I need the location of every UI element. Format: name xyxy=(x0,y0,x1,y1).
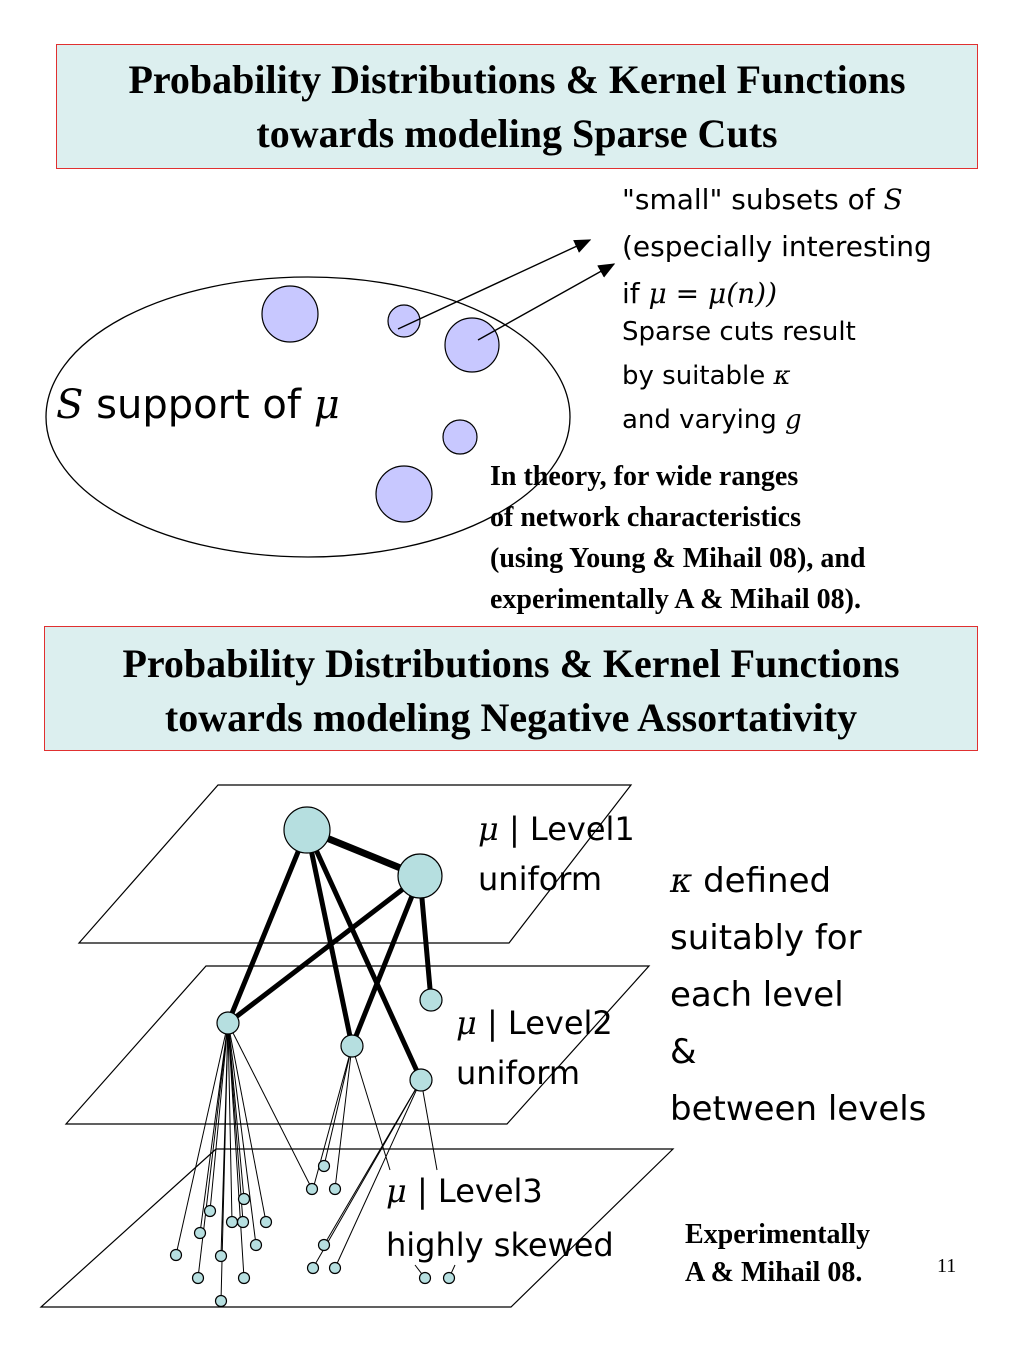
title-negative-assortativity-line1: Probability Distributions & Kernel Funct… xyxy=(122,641,900,686)
level1-plane xyxy=(77,784,633,944)
sparse-cuts-note: Sparse cuts result by suitable κ and var… xyxy=(622,317,856,435)
level2-plane xyxy=(64,965,651,1125)
kappa-note: κ defined suitably for each level & betw… xyxy=(670,861,927,1129)
graph-nodes xyxy=(169,806,456,1308)
title-sparse-cuts-line2: towards modeling Sparse Cuts xyxy=(256,111,778,156)
subsets-note: "small" subsets of S (especially interes… xyxy=(622,183,932,310)
subset-circle xyxy=(444,317,500,373)
subset-circle xyxy=(442,419,478,455)
theory-note: In theory, for wide ranges of network ch… xyxy=(490,461,866,615)
level2-label: μ | Level2 uniform xyxy=(456,1004,613,1092)
title-sparse-cuts: Probability Distributions & Kernel Funct… xyxy=(56,44,978,169)
level3-edges xyxy=(175,1022,456,1302)
support-label: S support of μ xyxy=(56,382,340,428)
arrow-medium-subset xyxy=(477,263,616,341)
page-number: 11 xyxy=(937,1255,957,1277)
level3-plane xyxy=(39,1148,675,1308)
subset-circle xyxy=(375,465,433,523)
inter-level-edges xyxy=(225,826,434,1083)
title-negative-assortativity-line2: towards modeling Negative Assortativity xyxy=(164,695,858,740)
arrow-small-subset xyxy=(397,239,592,330)
title-negative-assortativity: Probability Distributions & Kernel Funct… xyxy=(44,626,978,751)
level1-label: μ | Level1 uniform xyxy=(478,810,635,898)
title-sparse-cuts-line1: Probability Distributions & Kernel Funct… xyxy=(128,57,906,102)
level3-label: μ | Level3 highly skewed xyxy=(386,1172,614,1264)
support-ellipse xyxy=(45,276,571,558)
subset-circle xyxy=(387,304,421,338)
subset-circle xyxy=(261,285,319,343)
experimental-note: Experimentally A & Mihail 08. xyxy=(685,1219,871,1288)
